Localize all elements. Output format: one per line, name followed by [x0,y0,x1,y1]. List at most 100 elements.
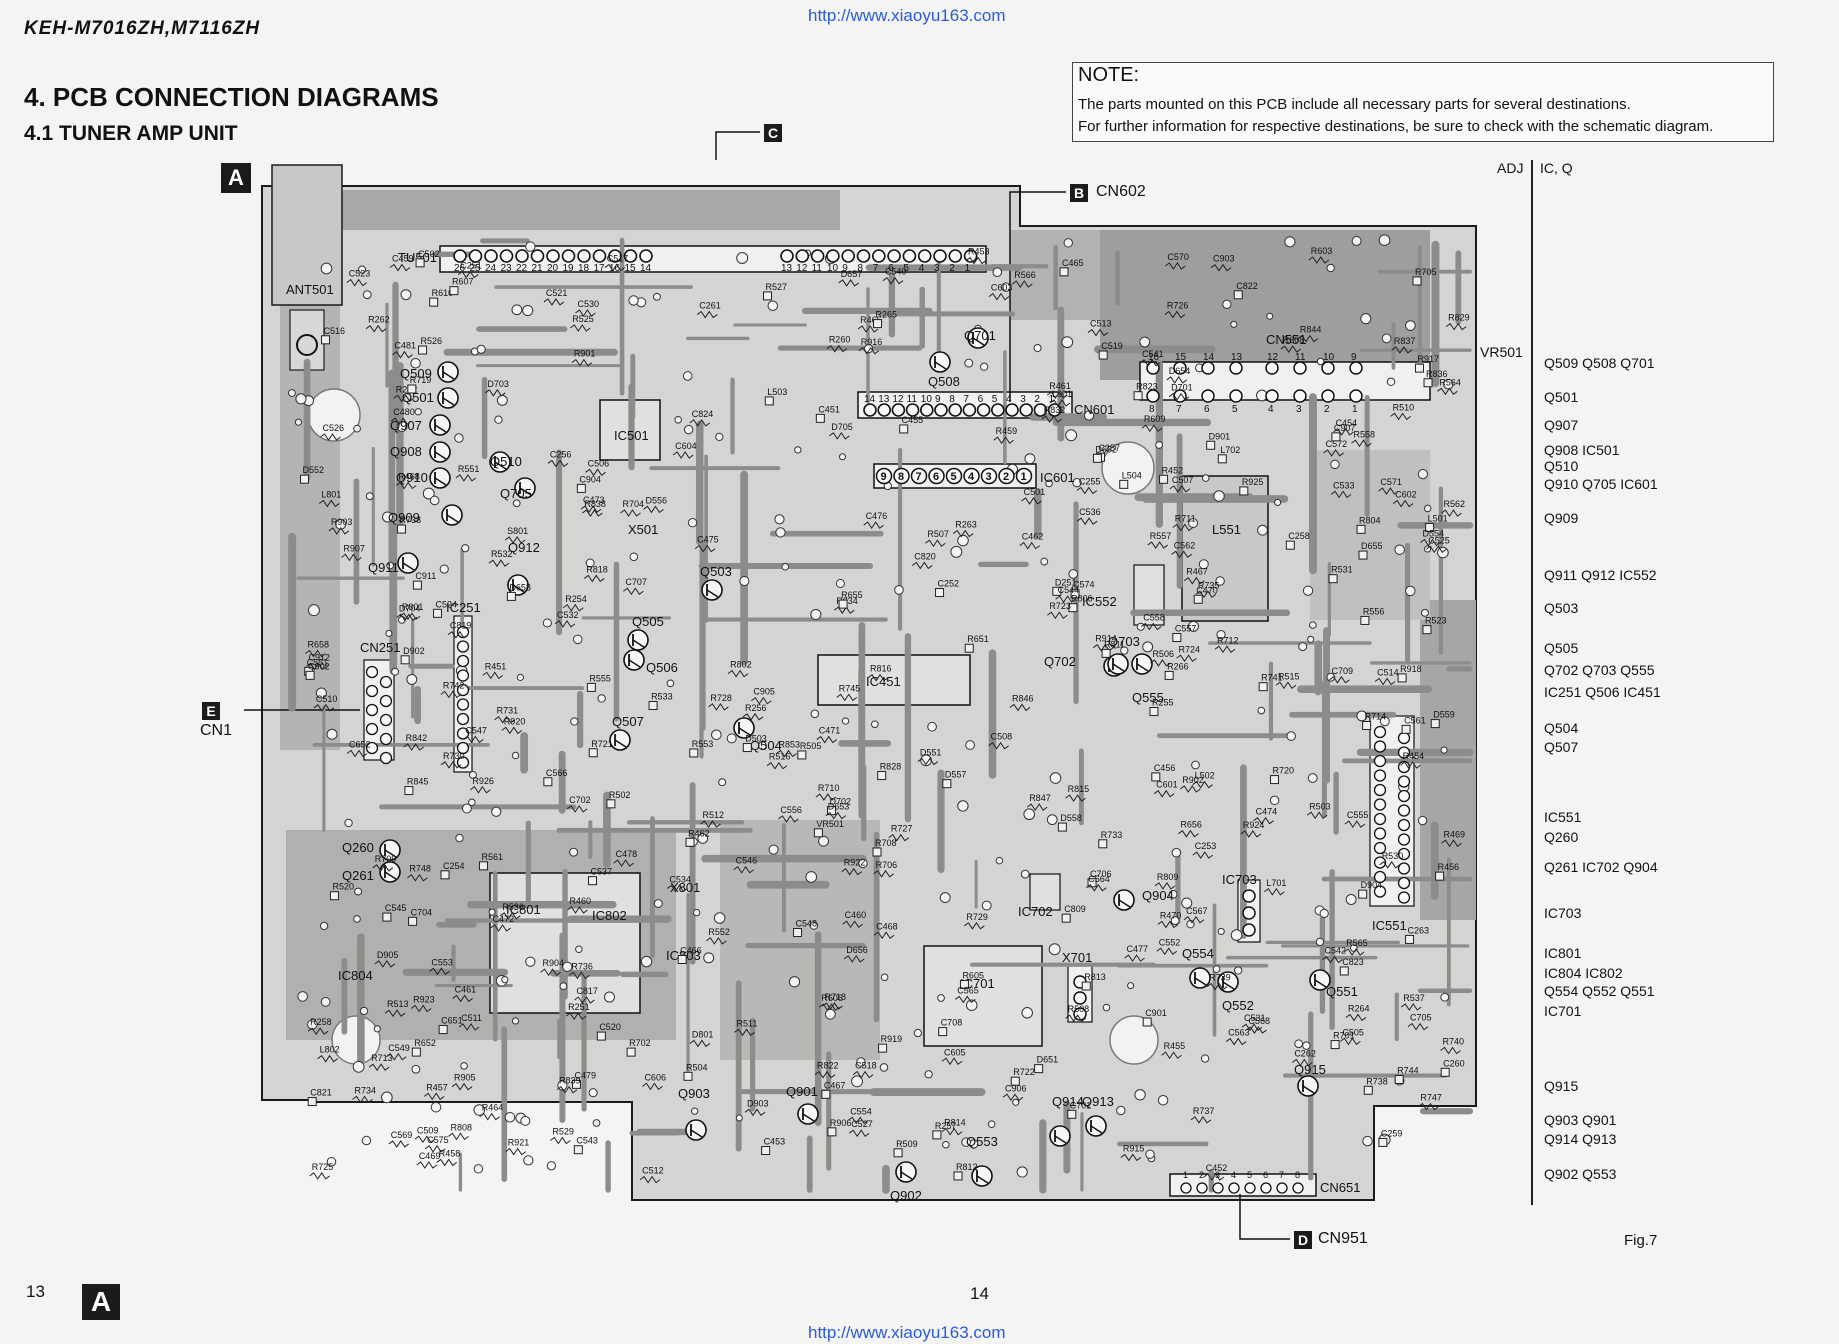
solder-pad [979,362,989,371]
part-label: C509 [417,1125,439,1135]
side-index-adj-vr501: VR501 [1480,344,1523,360]
resistor-symbol [482,671,504,680]
part-label: L701 [1266,878,1286,888]
connector-label: TU501 [398,250,437,265]
part-label: R818 [586,564,608,574]
cn651-pin [1180,1182,1192,1194]
solder-pad [964,358,974,368]
part-label: D653 [828,802,850,812]
part-label: C514 [1377,668,1399,678]
resistor-symbol [1041,415,1063,423]
part-label: C561 [1404,715,1426,725]
cn601-pin-number: 14 [864,394,876,405]
part-label: R656 [1180,820,1202,830]
capacitor-symbol [1239,486,1249,496]
part-label: C901 [1145,1008,1167,1018]
solder-pad [473,1104,486,1116]
tu501-pin-number: 1 [965,263,971,274]
transistor-symbol [1113,889,1135,911]
solder-pad [1024,453,1036,465]
tu501-pin-number: 16 [609,263,621,274]
cn251-pin [365,722,379,736]
solder-pad [1157,1094,1169,1106]
part-label: R844 [1300,325,1322,335]
capacitor-symbol [571,1079,581,1089]
resistor-symbol [1156,947,1178,956]
solder-pad [1405,585,1416,597]
solder-pad [1417,468,1429,480]
part-label: R460 [570,896,592,906]
part-label: R712 [1217,635,1239,645]
resistor-symbol [1225,1037,1247,1046]
capacitor-symbol [404,786,414,796]
solder-pad [629,552,639,562]
tu501-pin-number: 23 [501,263,513,274]
ic703-pin [1242,906,1256,920]
resistor-symbol [1047,611,1068,620]
resistor-symbol [569,324,591,332]
solder-pad [1443,379,1454,390]
solder-pad [1381,333,1392,344]
cn551-pin [1349,389,1363,403]
ic551-pin [1373,725,1387,739]
part-label: C251 [460,261,482,271]
resistor-symbol [306,662,327,671]
transistor-emitter [442,371,455,380]
part-label: R655 [841,590,863,600]
leader-c [715,131,760,160]
cn251-pin [379,751,393,765]
transistor-emitter [434,451,447,460]
part-label: C817 [576,986,598,996]
side-index-row: Q505 [1544,640,1579,656]
ic601-pin-number: 7 [916,471,922,483]
cn651-pin [1244,1182,1256,1194]
solder-pad [588,1088,598,1098]
resistor-symbol [1297,334,1319,343]
part-label: L501 [1428,513,1448,523]
part-label-layer: Q509Q501Q907Q908Q910Q510Q909Q705Q911Q912… [286,246,1470,1203]
part-label: R812 [956,1162,978,1172]
ic551-pin [1373,783,1387,797]
part-label: R711 [1175,513,1196,523]
part-label: C547 [465,725,487,735]
solder-pad [562,961,573,972]
solder-pad [307,604,320,617]
transistor-emitter [1302,1085,1315,1094]
tu501-pin [795,249,810,263]
part-label: D658 [509,582,531,592]
solder-pad [1139,336,1151,348]
source-url-bottom[interactable]: http://www.xiaoyu163.com [808,1323,1006,1342]
part-label: R658 [307,640,329,650]
part-label: R555 [589,673,611,683]
solder-pad [871,720,879,729]
resistor-symbol [1065,794,1086,803]
resistor-symbol [1153,789,1175,798]
solder-pad [575,945,583,954]
resistor-symbol [1345,1013,1367,1022]
resistor-symbol [318,499,340,508]
part-label: R504 [686,1062,708,1072]
ic601-pin [875,467,893,485]
part-label: R719 [410,375,432,385]
tu501-pin-number: 7 [873,263,879,274]
resistor-symbol [582,509,603,517]
solder-pad [1420,608,1429,617]
capacitor-symbol [418,345,428,355]
resistor-symbol [727,669,749,678]
tu501-pin [780,249,794,263]
transistor-emitter [738,727,751,736]
transistor-label: Q908 [390,444,422,459]
capacitor-symbol [763,291,773,301]
solder-pad [666,679,675,688]
part-label: R802 [730,660,752,670]
capacitor-symbol [1098,350,1108,360]
solder-pad [1437,546,1449,559]
solder-pad [1294,1039,1304,1049]
solder-pad [774,514,785,525]
tu501-pin [933,249,947,263]
tu501-pin [546,249,560,263]
part-label: R838 [584,499,606,509]
source-url-top[interactable]: http://www.xiaoyu163.com [808,6,1006,25]
capacitor-symbol [396,524,406,534]
solder-pad [824,1008,836,1020]
